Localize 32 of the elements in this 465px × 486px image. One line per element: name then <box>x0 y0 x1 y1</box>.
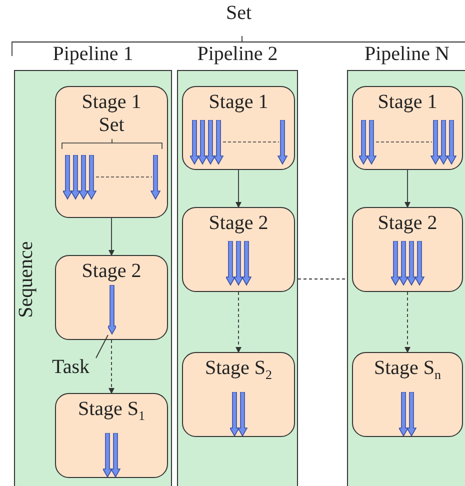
arrow <box>236 170 242 208</box>
sequence-label: Sequence <box>14 241 38 318</box>
leader-line <box>96 334 108 358</box>
stage-box <box>182 207 295 292</box>
arrow <box>404 170 410 208</box>
stage-box <box>182 352 295 437</box>
pipeline-heading: Pipeline 2 <box>196 43 279 66</box>
stage-title: Stage 1 <box>82 91 142 114</box>
set-label: Set <box>98 114 124 137</box>
stage-box <box>352 352 463 437</box>
stage-title: Stage 2 <box>378 212 438 235</box>
pipeline-heading: Pipeline N <box>364 43 450 66</box>
stage-box <box>55 255 168 340</box>
stage-box <box>55 393 168 478</box>
set-label: Set <box>226 2 252 25</box>
arrow <box>404 292 410 353</box>
stage-title: Stage S$_{n}$ <box>374 357 442 384</box>
stage-box <box>182 86 295 170</box>
stage-title: Stage S$_{2}$ <box>204 357 272 384</box>
arrow <box>108 340 114 394</box>
stage-box <box>55 86 168 218</box>
stage-title: Stage 2 <box>208 212 268 235</box>
pipeline-heading: Pipeline 1 <box>52 43 134 66</box>
stage-title: Stage 1 <box>208 91 268 114</box>
stage-box <box>352 86 463 170</box>
stage-title: Stage S$_{1}$ <box>78 398 146 425</box>
stage-title: Stage 2 <box>82 260 142 283</box>
task-label: Task <box>52 356 90 378</box>
arrow <box>108 218 114 256</box>
arrow <box>236 292 242 353</box>
stage-title: Stage 1 <box>378 91 438 114</box>
stage-box <box>352 207 463 292</box>
